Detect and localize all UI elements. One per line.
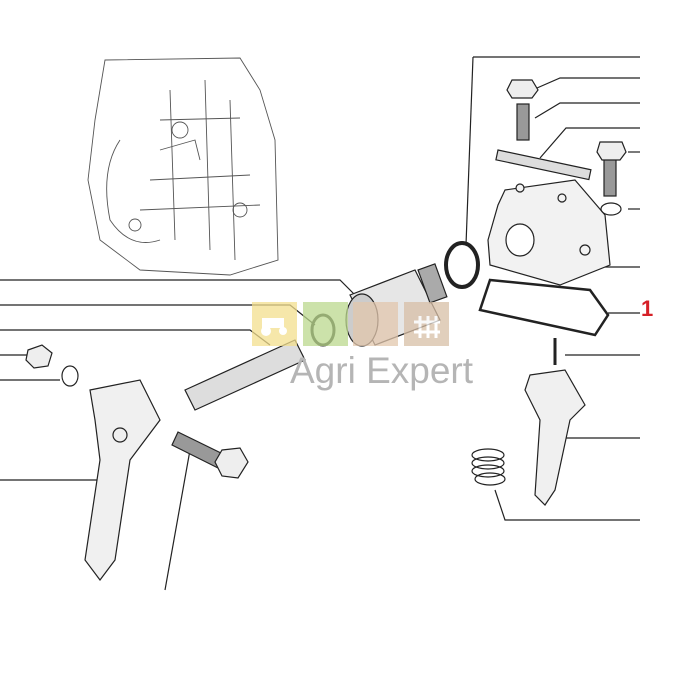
bolt: [603, 157, 617, 197]
stud: [516, 103, 530, 141]
callout-1: 1: [641, 296, 654, 321]
hex-nut-top: [506, 79, 539, 99]
shaft: [184, 339, 306, 411]
gasket: [478, 278, 610, 337]
tractor-location-sketch: [87, 57, 279, 276]
house-icon: [353, 302, 398, 346]
washer-left: [61, 365, 79, 387]
lever-arm-right: [524, 369, 586, 506]
cover-housing: [487, 179, 611, 286]
pinch-bolt-head: [214, 447, 249, 479]
leaf-icon: [303, 302, 348, 346]
watermark-logo: [252, 302, 449, 346]
leader-lines-right: [465, 56, 640, 521]
lever-bore: [112, 427, 128, 443]
lock-plate: [495, 149, 592, 181]
lever-arm-left: [84, 379, 161, 581]
washer: [600, 202, 622, 216]
o-ring: [444, 241, 480, 289]
watermark-text: Agri Expert: [290, 350, 474, 391]
bolt-head: [596, 141, 627, 161]
nut-left: [25, 344, 53, 369]
spring: [471, 448, 506, 486]
